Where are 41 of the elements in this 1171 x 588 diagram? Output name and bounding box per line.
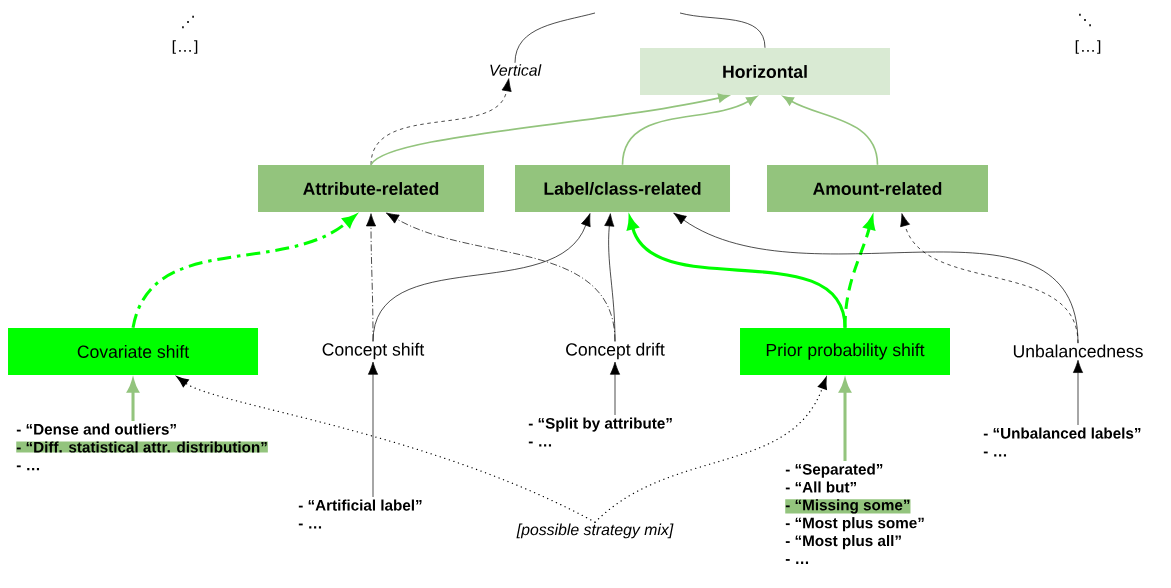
connector-line: [679, 12, 766, 49]
category-box: Attribute-related: [258, 165, 484, 212]
node-label: - “Dense and outliers”: [16, 423, 176, 435]
connector-line: [514, 12, 596, 64]
arrow: [604, 213, 616, 342]
dotted-arrow: [594, 377, 827, 523]
ellipsis-mark: ⋰: [182, 15, 194, 29]
node-label: - …: [785, 559, 809, 564]
category-box: Amount-related: [767, 165, 988, 212]
ellipsis-text: […]: [1075, 40, 1101, 54]
node-label: - “Separated”: [785, 463, 883, 478]
arrow: [1073, 359, 1083, 426]
bullet-list: - “Artificial label” - …: [298, 499, 422, 529]
ellipsis-mark: ⋱: [1079, 13, 1091, 27]
arrow: [366, 213, 377, 342]
node-label: - …: [16, 465, 40, 471]
bullet-list: - “Unbalanced labels” - …: [983, 427, 1141, 457]
arrow: [372, 213, 591, 342]
node-label: - “Most plus all”: [785, 534, 901, 550]
arrow: [782, 95, 879, 166]
arrow: [610, 361, 620, 416]
shift-label: Concept shift: [322, 342, 425, 360]
shift-box: Prior probability shift: [740, 328, 950, 375]
shift-label: Concept drift: [566, 342, 665, 360]
arrow: [621, 95, 758, 166]
arrow: [900, 213, 1079, 344]
arrow: [370, 93, 729, 166]
note-text: [possible strategy mix]: [516, 523, 674, 539]
node-label: - “Most plus some”: [785, 517, 924, 532]
arrow: [370, 78, 512, 166]
text-label: Vertical: [490, 64, 542, 76]
category-box: Label/class-related: [515, 165, 730, 212]
bullet-list: - “Split by attribute” - …: [528, 417, 672, 447]
arrow: [368, 361, 379, 498]
shift-label: Unbalancedness: [1013, 344, 1143, 358]
shift-box: Covariate shift: [8, 328, 258, 375]
node-label: - “All but”: [785, 481, 857, 493]
bullet-list: - “Separated” - “All but” - “Missing some” - “Most plus some” - “Most plus all” - …: [785, 463, 924, 564]
ellipsis-text: […]: [172, 40, 198, 54]
bullet-list: - “Dense and outliers” - “Diff. statistical attr. distribution” - …: [16, 423, 268, 471]
category-box: Horizontal: [640, 48, 890, 95]
